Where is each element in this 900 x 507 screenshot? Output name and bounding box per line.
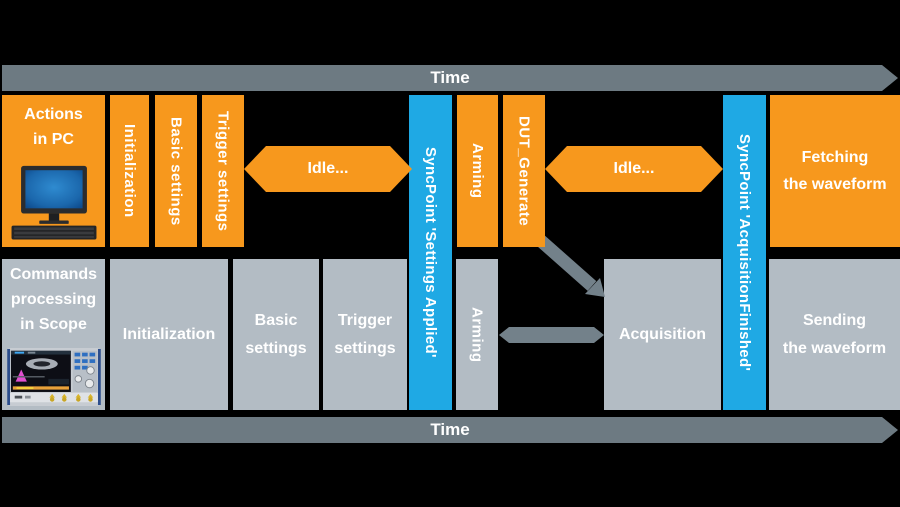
scope-inputs — [49, 393, 94, 402]
syncpoint-settings-applied-bar: SyncPoint 'Settings Applied' — [409, 95, 452, 410]
time-arrow-top: Time — [2, 65, 898, 91]
scope-initialization-block: Initialization — [110, 259, 228, 410]
arming-acquisition-double-arrow — [499, 327, 604, 343]
syncpoint-acquisition-finished-bar: SyncPoint 'AcquisitionFinished' — [723, 95, 766, 410]
idle-arrow-2: Idle... — [545, 146, 723, 192]
scope-acquisition-block: Acquisition — [604, 259, 721, 410]
scope-screen — [10, 350, 71, 392]
commands-processing-block: Commands processing in Scope — [2, 259, 105, 410]
pc-fetching-waveform-block: Fetching the waveform — [770, 95, 900, 247]
pc-dut-generate-block: DUT_Generate — [503, 95, 545, 247]
oscilloscope-icon — [7, 348, 101, 411]
pc-trigger-settings-block: Trigger settings — [202, 95, 244, 247]
scope-trigger-settings-block: Trigger settings — [323, 259, 407, 410]
actions-in-pc-title: Actions in PC — [24, 106, 83, 148]
commands-processing-title: Commands processing in Scope — [9, 266, 98, 333]
monitor-screen — [25, 170, 83, 209]
scope-basic-settings-block: Basic settings — [233, 259, 319, 410]
dut-to-acquisition-arrow — [535, 235, 605, 297]
keyboard — [11, 225, 97, 240]
pc-basic-settings-block: Basic settings — [155, 95, 197, 247]
time-arrow-bottom: Time — [2, 417, 898, 443]
idle-arrow-1: Idle... — [244, 146, 412, 192]
time-label-bottom: Time — [430, 420, 470, 439]
pc-initialization-block: Initialization — [110, 95, 149, 247]
scope-sending-waveform-block: Sending the waveform — [769, 259, 900, 410]
desktop-pc-icon — [10, 165, 98, 248]
actions-in-pc-block: Actions in PC — [2, 95, 105, 247]
pc-arming-block: Arming — [457, 95, 498, 247]
time-label-top: Time — [430, 68, 470, 87]
scope-arming-block: Arming — [456, 259, 498, 410]
